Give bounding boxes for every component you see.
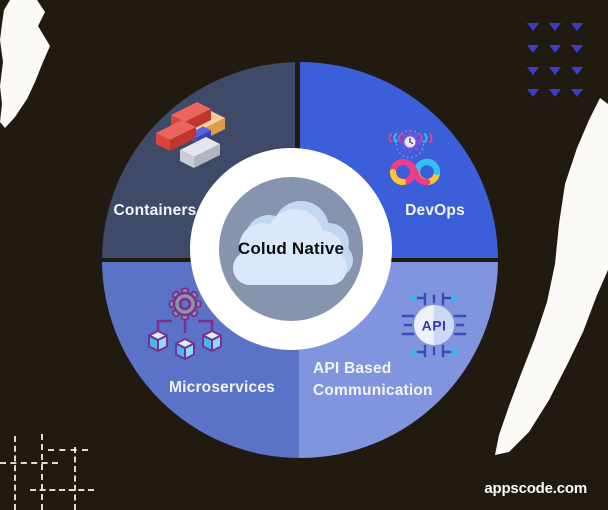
- dashed-line-decoration: [48, 449, 88, 451]
- triangle-icon: [549, 45, 561, 53]
- dashed-line-decoration: [14, 436, 16, 510]
- dashed-line-decoration: [74, 447, 76, 510]
- brand-watermark: appscode.com: [484, 480, 587, 497]
- triangle-icon: [549, 23, 561, 31]
- quadrant-label-api-line1: API Based: [313, 360, 392, 377]
- cloud-icon: [233, 201, 353, 285]
- triangle-icon: [571, 45, 583, 53]
- quadrant-label-api: API Based Communication: [313, 358, 453, 402]
- triangle-icon: [527, 67, 539, 75]
- cloud-native-wheel: API Containers DevOps Microservices API …: [102, 62, 498, 458]
- api-chip-circuit-icon: API: [401, 292, 467, 358]
- quadrant-label-api-line2: Communication: [313, 382, 433, 399]
- triangle-icon: [571, 23, 583, 31]
- triangle-icon: [571, 89, 583, 97]
- triangle-icon: [549, 89, 561, 97]
- api-icon-text: API: [422, 318, 447, 334]
- triangle-icon: [527, 23, 539, 31]
- dashed-line-decoration: [41, 434, 43, 510]
- triangle-icon: [571, 67, 583, 75]
- quadrant-label-devops: DevOps: [405, 202, 465, 219]
- shipping-containers-icon: [156, 102, 225, 168]
- center-hub-ring: Colud Native: [190, 148, 392, 350]
- center-hub-disc: Colud Native: [219, 177, 363, 321]
- triangle-icon: [527, 89, 539, 97]
- quadrant-label-containers: Containers: [113, 202, 197, 219]
- devops-infinity-gear-icon: [388, 129, 441, 186]
- torn-paper-right-decoration: [495, 98, 608, 455]
- center-label: Colud Native: [237, 239, 345, 258]
- gear-cubes-network-icon: [148, 287, 222, 360]
- dashed-line-decoration: [30, 489, 94, 491]
- triangle-icon: [549, 67, 561, 75]
- triangle-icon: [527, 45, 539, 53]
- dashed-line-decoration: [0, 462, 58, 464]
- quadrant-label-microservices: Microservices: [169, 379, 275, 396]
- triangle-grid-decoration: [522, 16, 588, 104]
- torn-paper-left-decoration: [0, 0, 50, 128]
